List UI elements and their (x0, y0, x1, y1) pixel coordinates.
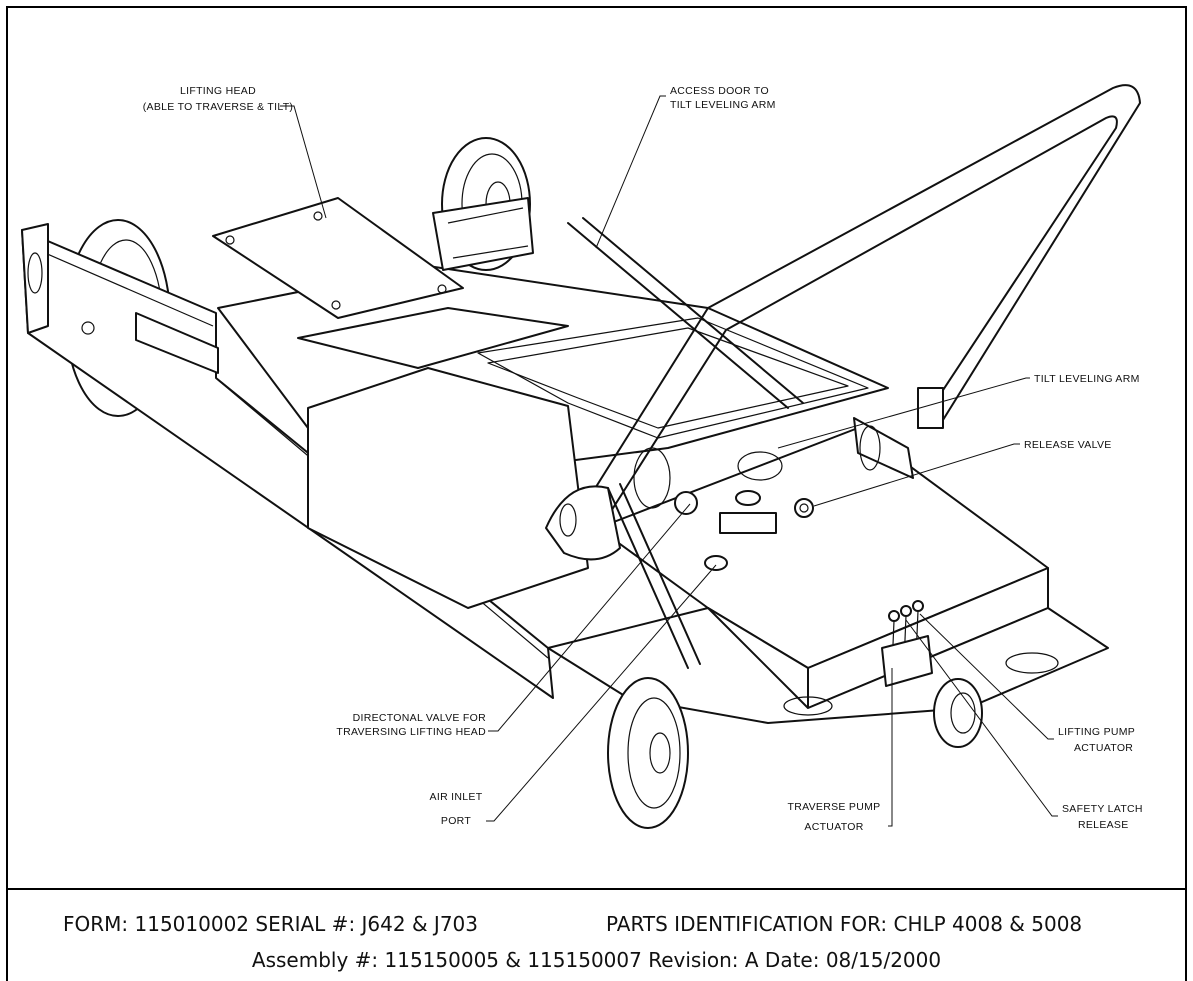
label-directional-valve: DIRECTONAL VALVE FOR (353, 712, 487, 724)
label-air-inlet: AIR INLET (430, 791, 483, 803)
parts-drawing: LIFTING HEAD (ABLE TO TRAVERSE & TILT) A… (21, 84, 1143, 833)
linkage-rods (567, 217, 804, 669)
front-right-wheel (933, 678, 983, 748)
part-labels: LIFTING HEAD (ABLE TO TRAVERSE & TILT) A… (143, 85, 1143, 833)
footer-divider (6, 888, 1187, 890)
front-left-wheel (607, 677, 689, 829)
form-serial-text: FORM: 115010002 SERIAL #: J642 & J703 (63, 912, 478, 936)
label-release-valve: RELEASE VALVE (1024, 439, 1112, 451)
label-lifting-head: LIFTING HEAD (180, 85, 256, 97)
assembly-revision-text: Assembly #: 115150005 & 115150007 Revisi… (251, 948, 942, 972)
parts-identification-text: PARTS IDENTIFICATION FOR: CHLP 4008 & 50… (606, 912, 1083, 936)
drawing-frame (6, 6, 1187, 981)
label-access-door-sub: TILT LEVELING ARM (670, 99, 776, 111)
label-lifting-pump-sub: ACTUATOR (1074, 742, 1133, 754)
label-traverse-pump: TRAVERSE PUMP (788, 801, 881, 813)
release-valve (794, 498, 814, 518)
label-lifting-head-sub: (ABLE TO TRAVERSE & TILT) (143, 101, 293, 113)
chassis (21, 197, 1109, 724)
label-lifting-pump: LIFTING PUMP (1058, 726, 1135, 738)
label-safety-latch-sub: RELEASE (1078, 819, 1129, 831)
label-tilt-leveling-arm: TILT LEVELING ARM (1034, 373, 1140, 385)
label-directional-valve-sub: TRAVERSING LIFTING HEAD (336, 726, 486, 738)
label-safety-latch: SAFETY LATCH (1062, 803, 1143, 815)
title-block: FORM: 115010002 SERIAL #: J642 & J703 PA… (8, 892, 1185, 981)
label-traverse-pump-sub: ACTUATOR (804, 821, 863, 833)
handle (545, 84, 1141, 561)
leader-lines (280, 95, 1058, 827)
label-air-inlet-sub: PORT (441, 815, 471, 827)
pump-actuators (881, 600, 933, 687)
label-access-door: ACCESS DOOR TO (670, 85, 769, 97)
air-inlet-port (704, 555, 728, 571)
directional-valve (674, 490, 777, 534)
